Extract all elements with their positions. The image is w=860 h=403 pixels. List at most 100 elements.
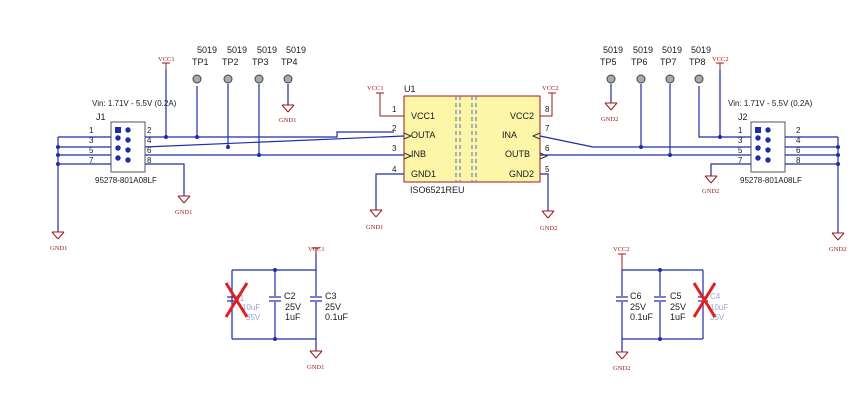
j1-pin-4: 4 [147, 136, 152, 145]
j1-gnd1-label-b: GND1 [175, 209, 192, 216]
tp5-ref: TP5 [600, 57, 617, 67]
c5-voltage: 25V [670, 302, 686, 312]
j2-gnd2-label: GND2 [829, 246, 846, 253]
j2-pin-2: 2 [796, 126, 801, 135]
u1-pin-num-8: 8 [545, 105, 550, 114]
j2-part: 95278-801A08LF [740, 176, 802, 185]
j2-gnd2-label-b: GND2 [702, 188, 719, 195]
j2-pin-6: 6 [796, 146, 801, 155]
c3-ref: C3 [325, 291, 337, 301]
u1-pin-vcc1: VCC1 [411, 111, 435, 121]
j1-pin-8: 8 [147, 156, 152, 165]
c2-value: 1uF [285, 312, 301, 322]
c6-voltage: 25V [630, 302, 646, 312]
j1-pin-7: 7 [89, 156, 94, 165]
u1-pin-ina: INA [502, 130, 517, 140]
u1-wires: VCC1 GND1 VCC2 GND2 [366, 85, 559, 232]
tp4-part: 5019 [286, 45, 306, 55]
c2-ref: C2 [284, 291, 296, 301]
c1-ref: C1 [234, 294, 245, 303]
testpoints-right: 5019 TP5 5019 TP6 5019 TP7 5019 TP8 [600, 45, 711, 84]
tp1-part: 5019 [197, 45, 217, 55]
u1-part: ISO6521REU [410, 185, 465, 195]
u1-pin-num-4: 4 [392, 165, 397, 174]
u1-gnd2-label: GND2 [540, 225, 557, 232]
tp7-ref: TP7 [660, 57, 677, 67]
u1-pin-num-5: 5 [545, 165, 550, 174]
u1-pin-num-7: 7 [545, 124, 550, 133]
j2-ref: J2 [738, 112, 748, 122]
c3-value: 0.1uF [325, 312, 349, 322]
j2-connector: J2 95278-801A08LF Vin: 1.71V - 5.5V (0.2… [728, 99, 813, 185]
caps1-gnd1-label: GND1 [307, 364, 324, 371]
u1-pin-gnd1: GND1 [411, 169, 436, 179]
u1-pin-gnd2: GND2 [509, 169, 534, 179]
u1-gnd1-label: GND1 [366, 224, 383, 231]
c4-value: 10uF [710, 303, 728, 312]
tp3-ref: TP3 [252, 57, 269, 67]
c1-voltage: 35V [246, 313, 261, 322]
j2-vin-note: Vin: 1.71V - 5.5V (0.2A) [728, 99, 813, 108]
c3-voltage: 25V [325, 302, 341, 312]
u1-pin-num-2: 2 [392, 124, 397, 133]
c4-ref: C4 [710, 292, 721, 301]
tp2-part: 5019 [227, 45, 247, 55]
j2-pin-1: 1 [738, 126, 743, 135]
j2-pin-3: 3 [738, 136, 743, 145]
tp8-part: 5019 [691, 45, 711, 55]
j1-pin-5: 5 [89, 146, 94, 155]
j1-gnd1-label: GND1 [50, 245, 67, 252]
tp7-part: 5019 [662, 45, 682, 55]
u1-vcc1-label: VCC1 [367, 85, 384, 92]
j1-pin-3: 3 [89, 136, 94, 145]
caps2-gnd2-label: GND2 [613, 365, 630, 372]
j2-pin-5: 5 [738, 146, 743, 155]
j1-vin-note: Vin: 1.71V - 5.5V (0.2A) [92, 99, 177, 108]
c6-ref: C6 [630, 291, 642, 301]
j1-ref: J1 [96, 112, 106, 122]
c6-value: 0.1uF [630, 312, 654, 322]
j2-pin-8: 8 [796, 156, 801, 165]
u1-pin-vcc2: VCC2 [510, 111, 534, 121]
u1-pin-outa: OUTA [411, 130, 435, 140]
j2-vcc2-label: VCC2 [712, 56, 729, 63]
j1-part: 95278-801A08LF [95, 176, 157, 185]
testpoints-left: 5019 TP1 5019 TP2 5019 TP3 5019 TP4 [192, 45, 306, 84]
u1-pin-num-6: 6 [545, 144, 550, 153]
j2-pin-7: 7 [738, 156, 743, 165]
j1-wires: GND1 VCC1 GND1 GND1 [50, 56, 405, 252]
tp8-ref: TP8 [689, 57, 706, 67]
caps1-vcc1-label: VCC1 [308, 246, 325, 253]
u1-pin-inb: INB [411, 149, 426, 159]
tp2-ref: TP2 [222, 57, 239, 67]
tp4-gnd1-label: GND1 [279, 117, 296, 124]
c5-ref: C5 [670, 291, 682, 301]
c1-value: 10uF [242, 303, 260, 312]
tp3-part: 5019 [257, 45, 277, 55]
j1-pin-2: 2 [147, 126, 152, 135]
j2-wires: GND2 VCC2 GND2 GND2 [539, 56, 846, 253]
c4-voltage: 35V [710, 313, 725, 322]
c5-value: 1uF [670, 312, 686, 322]
tp1-ref: TP1 [192, 57, 209, 67]
tp4-ref: TP4 [281, 57, 298, 67]
c2-voltage: 25V [285, 302, 301, 312]
tp5-part: 5019 [603, 45, 623, 55]
caps-side2: VCC2 GND2 C6 25V 0.1uF C5 25V 1uF C4 10u… [613, 246, 728, 372]
j1-vcc1-label: VCC1 [158, 56, 175, 63]
tp5-gnd2-label: GND2 [601, 116, 618, 123]
u1-pin-outb: OUTB [505, 149, 530, 159]
u1-vcc2-label: VCC2 [542, 85, 559, 92]
u1-pin-num-1: 1 [392, 105, 397, 114]
j2-pin-4: 4 [796, 136, 801, 145]
tp6-ref: TP6 [631, 57, 648, 67]
tp6-part: 5019 [633, 45, 653, 55]
u1-pin-num-3: 3 [392, 144, 397, 153]
u1-isolator: U1 ISO6521REU VCC1 OUTA INB GND1 1 2 3 4… [392, 84, 550, 195]
j1-connector: J1 95278-801A08LF Vin: 1.71V - 5.5V (0.2… [89, 99, 177, 185]
j1-pin-1: 1 [89, 126, 94, 135]
caps2-vcc2-label: VCC2 [613, 246, 630, 253]
u1-ref: U1 [404, 84, 416, 94]
